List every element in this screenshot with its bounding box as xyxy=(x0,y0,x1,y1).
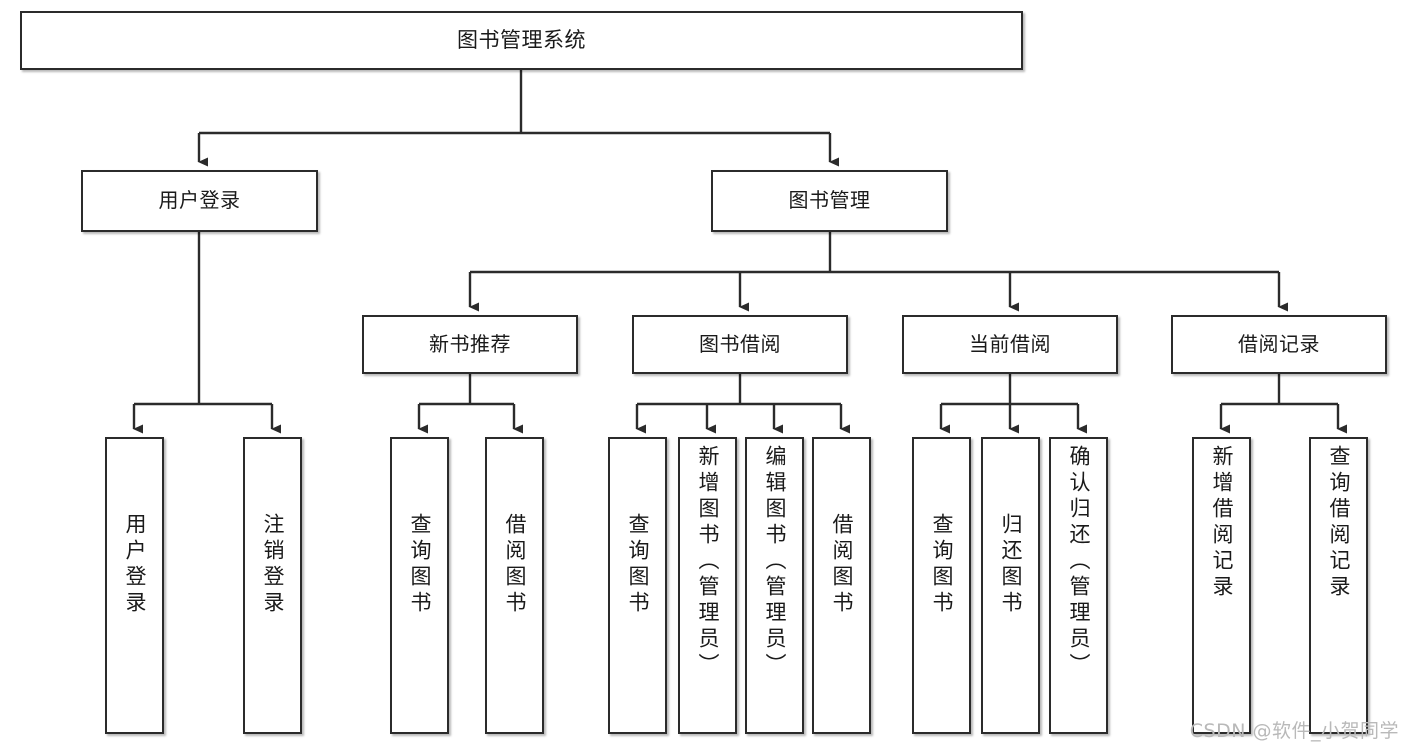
leaf-query-book-recommend[interactable]: 查询图书 xyxy=(390,437,449,734)
node-label: 用户登录 xyxy=(123,513,147,617)
node-new-book-recommend[interactable]: 新书推荐 xyxy=(362,315,578,374)
node-label: 新增图书（管理员） xyxy=(696,445,720,679)
node-label: 查询图书 xyxy=(626,513,650,617)
node-label: 图书管理 xyxy=(788,188,871,213)
leaf-add-borrow-record[interactable]: 新增借阅记录 xyxy=(1192,437,1251,734)
node-book-management[interactable]: 图书管理 xyxy=(711,170,948,232)
node-label: 查询图书 xyxy=(930,513,954,617)
node-root-system[interactable]: 图书管理系统 xyxy=(20,11,1023,70)
node-label: 图书借阅 xyxy=(699,331,781,356)
node-label: 借阅图书 xyxy=(830,513,854,617)
node-label: 当前借阅 xyxy=(969,331,1051,356)
node-current-borrow[interactable]: 当前借阅 xyxy=(902,315,1118,374)
leaf-query-borrow-record[interactable]: 查询借阅记录 xyxy=(1309,437,1368,734)
node-borrow-records[interactable]: 借阅记录 xyxy=(1171,315,1387,374)
node-book-borrow[interactable]: 图书借阅 xyxy=(632,315,848,374)
node-label: 注销登录 xyxy=(261,513,285,617)
leaf-borrow-book-recommend[interactable]: 借阅图书 xyxy=(485,437,544,734)
node-label: 查询借阅记录 xyxy=(1327,445,1351,601)
node-label: 新增借阅记录 xyxy=(1210,445,1234,601)
leaf-borrow-book[interactable]: 借阅图书 xyxy=(812,437,871,734)
node-label: 编辑图书（管理员） xyxy=(763,445,787,679)
leaf-confirm-return-admin[interactable]: 确认归还（管理员） xyxy=(1049,437,1108,734)
node-label: 图书管理系统 xyxy=(457,28,586,53)
node-label: 借阅记录 xyxy=(1238,331,1320,356)
node-label: 查询图书 xyxy=(408,513,432,617)
node-label: 借阅图书 xyxy=(503,513,527,617)
leaf-user-login[interactable]: 用户登录 xyxy=(105,437,164,734)
node-label: 确认归还（管理员） xyxy=(1067,445,1091,679)
leaf-edit-book-admin[interactable]: 编辑图书（管理员） xyxy=(745,437,804,734)
node-label: 新书推荐 xyxy=(429,331,511,356)
leaf-add-book-admin[interactable]: 新增图书（管理员） xyxy=(678,437,737,734)
watermark-text: CSDN @软件_小贺同学 xyxy=(1189,720,1399,742)
leaf-return-book[interactable]: 归还图书 xyxy=(981,437,1040,734)
leaf-query-book-borrow[interactable]: 查询图书 xyxy=(608,437,667,734)
leaf-logout[interactable]: 注销登录 xyxy=(243,437,302,734)
node-user-login[interactable]: 用户登录 xyxy=(81,170,318,232)
leaf-query-book-current[interactable]: 查询图书 xyxy=(912,437,971,734)
node-label: 归还图书 xyxy=(999,513,1023,617)
node-label: 用户登录 xyxy=(158,188,241,213)
